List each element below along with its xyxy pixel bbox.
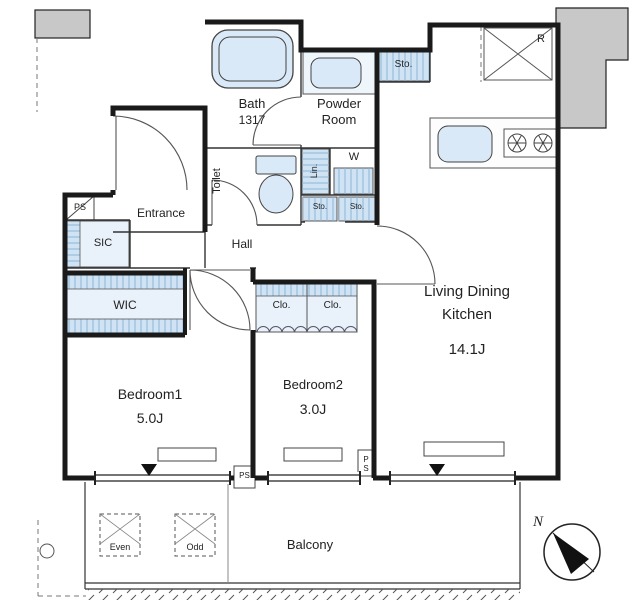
pipe-space-mid-label: PS: [239, 471, 250, 480]
storage-left-label: Sto.: [312, 202, 328, 211]
bedroom1-label: Bedroom1: [117, 386, 183, 402]
ldk-size-label: 14.1J: [448, 341, 486, 358]
closet-right-label: Clo.: [323, 300, 342, 311]
powder-room-label: Powder Room: [316, 96, 362, 128]
boundary-dashes: [36, 26, 482, 597]
storage-top-label: Sto.: [394, 59, 413, 70]
bedroom2-size-label: 3.0J: [299, 401, 327, 417]
refrigerator-label: R: [537, 33, 545, 45]
washer-label: W: [348, 151, 360, 163]
stove-burner-right: [533, 133, 553, 153]
entrance-label: Entrance: [136, 206, 186, 220]
washbasin: [310, 57, 362, 89]
evacuation-hatches: [99, 513, 216, 557]
hatch-odd-label: Odd: [186, 542, 204, 552]
ldk-door: [376, 225, 436, 285]
pipe-space-top-label: PS: [73, 202, 86, 212]
pipe-space-lower-label: PS: [361, 454, 371, 473]
toilet-door: [211, 179, 258, 226]
ground-hatch: [88, 589, 520, 600]
thick-walls: [62, 19, 561, 481]
sic-label: SIC: [93, 237, 113, 249]
bath-label: Bath: [238, 96, 266, 111]
bathtub: [211, 29, 294, 89]
fixtures: [65, 27, 557, 489]
compass: [543, 523, 601, 581]
wic-label: WIC: [113, 298, 137, 312]
balcony-label: Balcony: [286, 537, 334, 552]
sash-marker-ldk: [423, 441, 505, 457]
toilet-fixture: [255, 155, 297, 214]
kitchen-sink: [437, 125, 493, 163]
hatch-even-label: Even: [109, 542, 131, 552]
opening-direction-marker-right: [429, 464, 445, 476]
column-top-left: [34, 9, 91, 39]
bath-size-label: 1317: [238, 113, 266, 127]
refrigerator-space: [483, 27, 553, 81]
bedroom1-size-label: 5.0J: [136, 410, 164, 426]
ldk-label: Living Dining Kitchen: [424, 283, 510, 324]
door-arcs: [112, 96, 436, 331]
hall-label: Hall: [231, 237, 253, 251]
balcony-outline: [84, 482, 521, 590]
bedroom2-label: Bedroom2: [283, 377, 343, 392]
hanger-pipe-scallops: [256, 326, 358, 333]
bath-door: [252, 96, 302, 146]
opening-direction-marker-left: [141, 464, 157, 476]
entrance-door: [112, 115, 188, 191]
compass-needle: [553, 533, 589, 574]
north-label: N: [532, 514, 543, 530]
drain-circle: [39, 543, 55, 559]
stove-burner-left: [507, 133, 527, 153]
sash-marker-bedroom2: [283, 447, 343, 462]
closet-left-label: Clo.: [272, 300, 291, 311]
sash-marker-bedroom1: [157, 447, 217, 462]
bedroom-doors: [189, 269, 251, 331]
storage-right-label: Sto.: [349, 202, 365, 211]
structural-columns: [34, 7, 629, 129]
windows: [94, 441, 516, 485]
column-top-right: [555, 7, 629, 129]
linen-label: Lin.: [309, 163, 319, 179]
toilet-label: Toilet: [211, 168, 223, 194]
